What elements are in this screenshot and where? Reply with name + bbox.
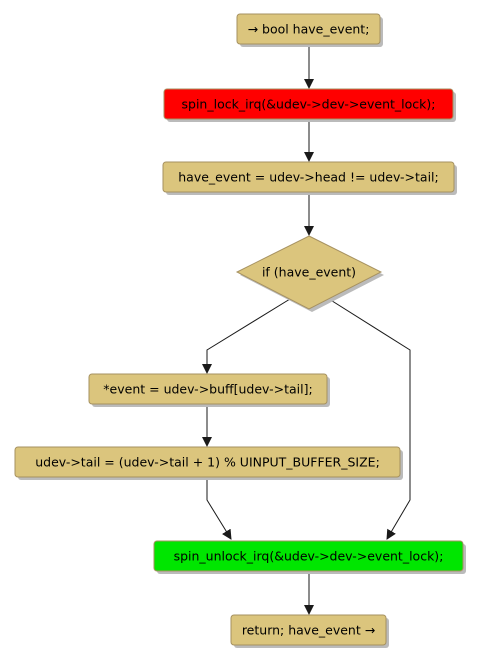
lock-node: spin_lock_irq(&udev->dev->event_lock);	[163, 88, 456, 122]
unlock-node: spin_unlock_irq(&udev->dev->event_lock);	[153, 540, 466, 574]
edge-decision-to-read-event	[202, 298, 291, 374]
advance-tail-node: udev->tail = (udev->tail + 1) % UINPUT_B…	[14, 446, 403, 480]
decision-node: if (have_event)	[235, 235, 384, 312]
unlock-node-label: spin_unlock_irq(&udev->dev->event_lock);	[174, 549, 444, 564]
advance-tail-node-label: udev->tail = (udev->tail + 1) % UINPUT_B…	[35, 455, 380, 470]
edges	[202, 46, 411, 615]
decision-node-label: if (have_event)	[262, 265, 356, 280]
read-event-node-label: *event = udev->buff[udev->tail];	[103, 382, 312, 397]
end-node-label: return; have_event →	[242, 623, 375, 638]
edge-advance-tail-to-unlock	[206, 478, 232, 540]
edge-decision-to-unlock	[328, 298, 411, 540]
read-event-node: *event = udev->buff[udev->tail];	[88, 373, 330, 407]
end-node: return; have_event →	[230, 614, 389, 648]
check-node-label: have_event = udev->head != udev->tail;	[178, 170, 439, 185]
start-node: → bool have_event;	[236, 13, 383, 47]
lock-node-label: spin_lock_irq(&udev->dev->event_lock);	[182, 97, 436, 112]
start-node-label: → bool have_event;	[248, 22, 370, 37]
check-node: have_event = udev->head != udev->tail;	[162, 161, 457, 195]
